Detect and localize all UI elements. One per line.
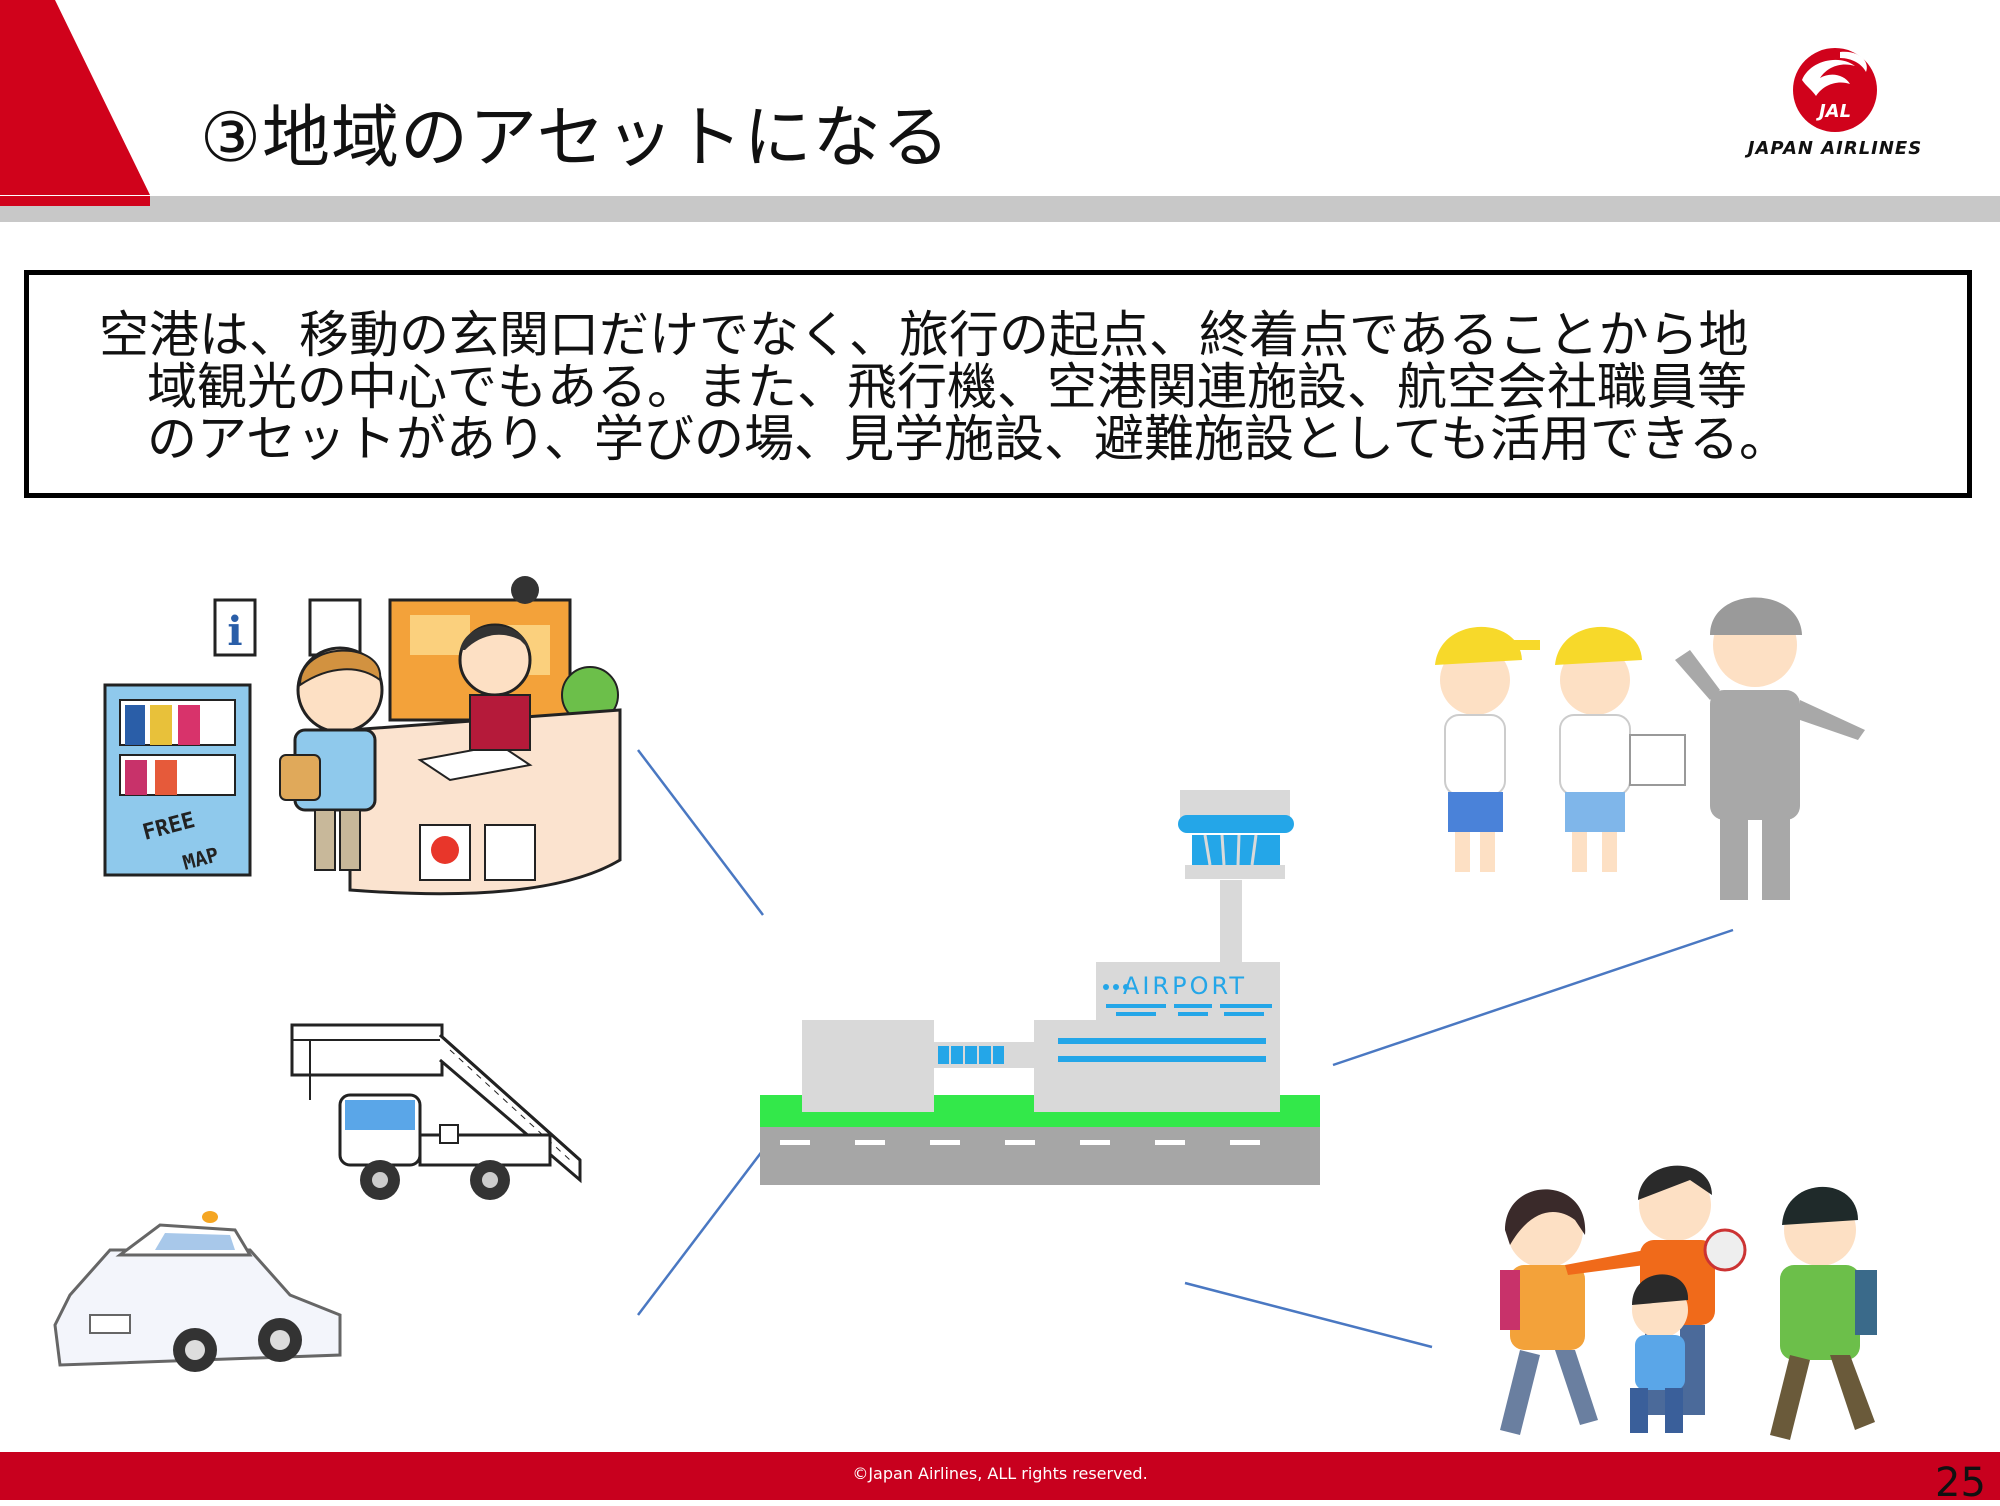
towing-tractor-illustration — [53, 1211, 342, 1372]
logo-jal-text: JAL — [1816, 101, 1851, 122]
evacuation-group-illustration — [1500, 1165, 1877, 1440]
runway-markings — [780, 1140, 1260, 1145]
slide-title: ③地域のアセットになる — [200, 99, 951, 178]
airport-building-illustration: AIRPORT — [760, 790, 1320, 1185]
description-line: 空港は、移動の玄関口だけでなく、旅行の起点、終着点であることから地 — [99, 306, 1749, 364]
airport-sign-text: AIRPORT — [1123, 972, 1247, 1000]
connector-line — [1184, 1281, 1433, 1349]
header-divider — [0, 196, 2000, 222]
connector-line — [637, 1149, 764, 1316]
connector-line — [637, 749, 764, 916]
tourist-info-desk-illustration: i FREE MAP — [103, 576, 622, 915]
svg-text:i: i — [227, 608, 242, 655]
description-box: 空港は、移動の玄関口だけでなく、旅行の起点、終着点であることから地 域観光の中心… — [24, 270, 1972, 498]
footer-bar — [0, 1452, 2000, 1500]
copyright-text: ©Japan Airlines, ALL rights reserved. — [852, 1464, 1148, 1483]
page-number: 25 — [1935, 1460, 1986, 1506]
description-line: 域観光の中心でもある。また、飛行機、空港関連施設、航空会社職員等 — [147, 358, 1747, 416]
passenger-stairs-truck-illustration — [290, 1023, 582, 1200]
brand-name: JAPAN AIRLINES — [1747, 138, 1923, 159]
jal-crane-logo-icon: JAL — [1793, 48, 1877, 132]
connector-line — [1332, 928, 1734, 1067]
description-line: のアセットがあり、学びの場、見学施設、避難施設としても活用できる。 — [147, 410, 1789, 468]
school-field-trip-illustration — [1435, 597, 1865, 900]
info-sign-icon — [213, 598, 257, 657]
header-accent-triangle — [0, 0, 150, 195]
